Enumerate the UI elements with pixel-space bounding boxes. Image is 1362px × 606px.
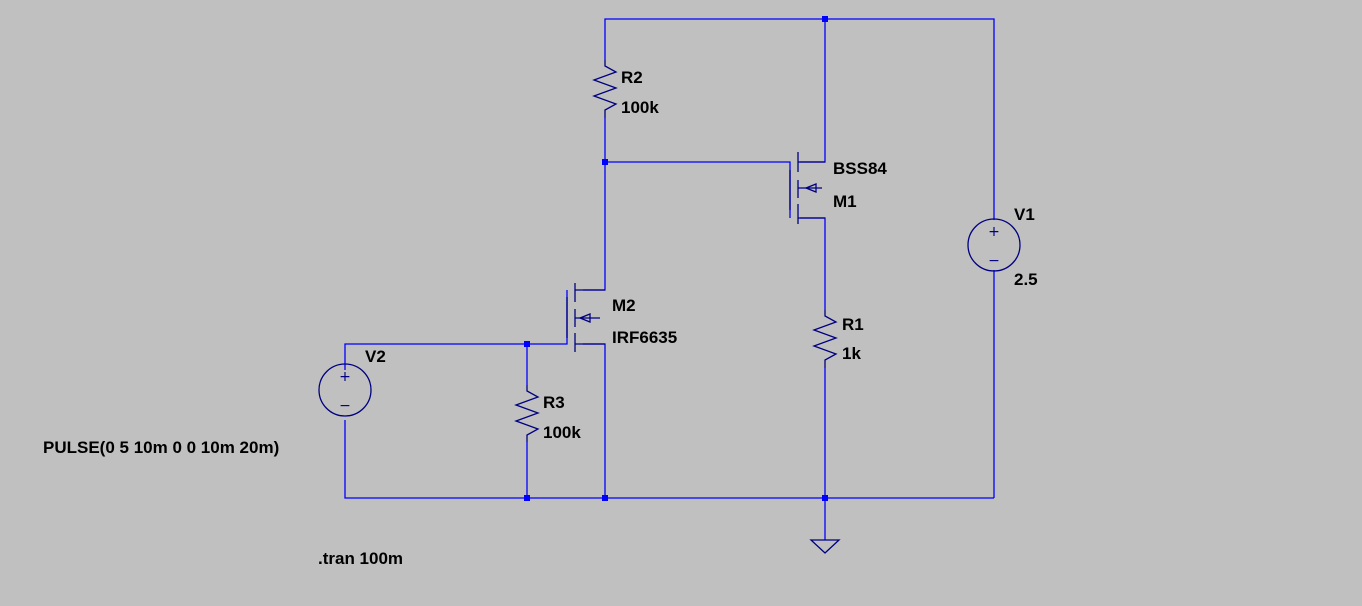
v2-name-label: V2 (365, 347, 386, 366)
mosfet-m1[interactable] (789, 152, 825, 224)
r3-value-label: 100k (543, 423, 581, 442)
resistor-r1[interactable] (812, 310, 838, 368)
resistor-r2[interactable] (592, 60, 618, 118)
junctions (524, 16, 828, 501)
wire-r2-to-m2-drain[interactable] (583, 118, 606, 291)
wire-m2-source[interactable] (583, 343, 606, 498)
v2-value-label: PULSE(0 5 10m 0 0 10m 20m) (43, 438, 279, 457)
wire-m1-drain-r1[interactable] (800, 217, 826, 310)
v1-value-label: 2.5 (1014, 270, 1038, 289)
tran-directive[interactable]: .tran 100m (318, 549, 403, 568)
junction-dot (822, 16, 828, 22)
voltage-source-v2[interactable] (318, 363, 372, 417)
wire-bottom-rail[interactable] (344, 420, 994, 499)
v1-plus-sign: + (988, 224, 1000, 240)
junction-dot (822, 495, 828, 501)
wire-m1-gate[interactable] (605, 161, 791, 218)
ground-symbol[interactable] (809, 539, 841, 554)
m1-model-label: BSS84 (833, 159, 887, 178)
r1-value-label: 1k (842, 344, 861, 363)
resistor-r3[interactable] (514, 385, 540, 442)
m2-name-label: M2 (612, 296, 636, 315)
voltage-source-v1[interactable] (967, 218, 1021, 272)
junction-dot (524, 495, 530, 501)
wire-m1-source[interactable] (800, 19, 826, 163)
v2-minus-sign: − (339, 398, 351, 414)
mosfet-m2[interactable] (566, 283, 605, 352)
junction-dot (602, 159, 608, 165)
v1-name-label: V1 (1014, 205, 1035, 224)
v2-plus-sign: + (339, 369, 351, 385)
m1-name-label: M1 (833, 192, 857, 211)
v1-minus-sign: − (988, 253, 1000, 269)
r2-name-label: R2 (621, 68, 643, 87)
wires (344, 18, 995, 540)
r1-name-label: R1 (842, 315, 864, 334)
wire-top-rail[interactable] (604, 18, 995, 220)
junction-dot (524, 341, 530, 347)
r2-value-label: 100k (621, 98, 659, 117)
r3-name-label: R3 (543, 393, 565, 412)
junction-dot (602, 495, 608, 501)
m2-model-label: IRF6635 (612, 328, 677, 347)
